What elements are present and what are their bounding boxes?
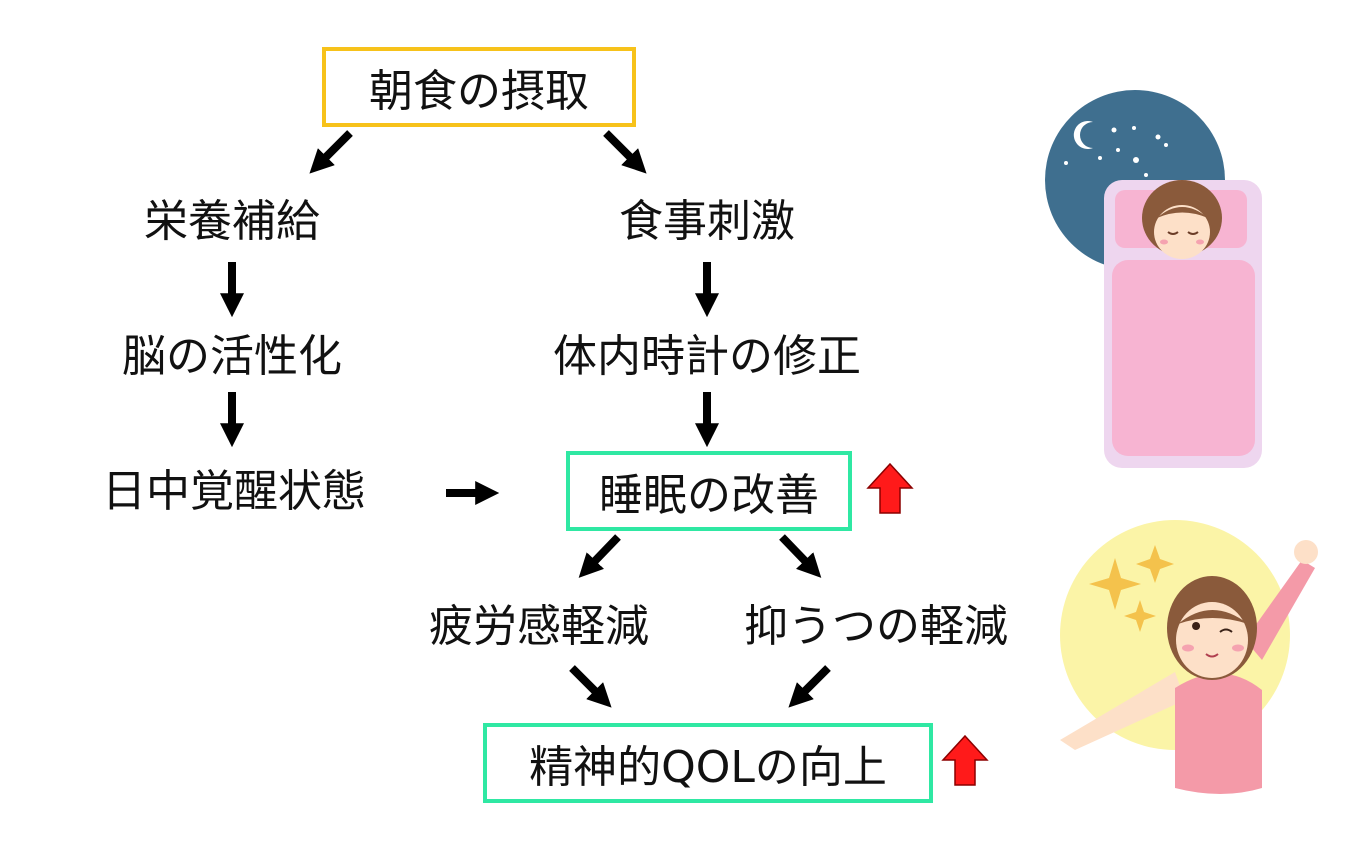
mental-qol-node: 精神的QOLの向上 xyxy=(483,723,933,803)
nutrition-node: 栄養補給 xyxy=(144,196,320,247)
depression-reduction-node: 抑うつの軽減 xyxy=(744,601,1008,652)
circadian-correction-node: 体内時計の修正 xyxy=(553,331,861,382)
sleep-improvement-label: 睡眠の改善 xyxy=(599,470,819,521)
arrow-fatigue-to-qol xyxy=(569,665,612,708)
mental-qol-label: 精神的QOLの向上 xyxy=(529,742,887,793)
breakfast-node: 朝食の摂取 xyxy=(322,47,636,127)
brain-activation-node: 脳の活性化 xyxy=(122,331,342,382)
fatigue-reduction-node: 疲労感軽減 xyxy=(429,601,649,652)
arrow-depression-to-qol xyxy=(788,665,831,708)
sleep-improvement-node: 睡眠の改善 xyxy=(566,451,852,531)
meal-stimulus-node: 食事刺激 xyxy=(619,196,795,247)
daytime-alertness-node: 日中覚醒状態 xyxy=(102,466,366,517)
arrow-sleep-to-depression xyxy=(779,534,822,578)
arrow-breakfast-to-nutrition xyxy=(309,130,353,174)
arrow-sleep-to-fatigue xyxy=(578,534,621,578)
breakfast-label: 朝食の摂取 xyxy=(369,66,589,117)
arrow-breakfast-to-meal-stimulus xyxy=(603,130,647,174)
qol-up-arrow-icon xyxy=(941,734,989,786)
sleeping-woman-illustration xyxy=(1045,90,1262,468)
waking-woman-illustration xyxy=(1060,520,1318,794)
sleep-up-arrow-icon xyxy=(866,462,914,514)
